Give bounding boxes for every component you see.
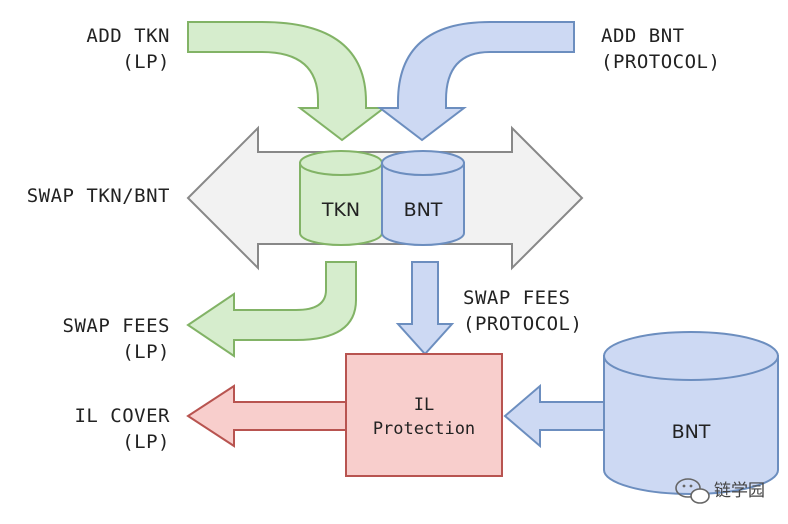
watermark: 链学园: [675, 478, 765, 504]
il-cover-label-line2: (LP): [122, 431, 170, 453]
add-tkn-arrow: [187, 21, 387, 142]
il-protection-line1: IL: [414, 395, 434, 415]
add-tkn-label-line1: ADD TKN: [86, 25, 170, 47]
bnt-reserve-arrow: [503, 383, 605, 449]
bnt-reserve-label: BNT: [672, 421, 711, 443]
swap-fees-protocol-label-line2: (PROTOCOL): [463, 313, 582, 335]
il-cover-arrow: [186, 384, 347, 448]
il-cover-label-line1: IL COVER: [74, 405, 170, 427]
bnt-reserve-cylinder: BNT: [603, 331, 779, 495]
il-protection-box: IL Protection: [345, 353, 503, 477]
swap-fees-protocol-label-line1: SWAP FEES: [463, 287, 570, 309]
bnt-pool-label: BNT: [404, 199, 443, 221]
add-bnt-label-line2: (PROTOCOL): [601, 51, 720, 73]
chat-bubble-icon: [675, 478, 710, 504]
add-bnt-arrow: [377, 21, 575, 142]
il-protection-line2: Protection: [373, 419, 475, 439]
swap-fees-lp-arrow: [186, 261, 357, 358]
add-tkn-label-line2: (LP): [122, 51, 170, 73]
swap-fees-lp-label-line2: (LP): [122, 341, 170, 363]
watermark-text: 链学园: [714, 481, 765, 501]
swap-fees-protocol-arrow: [395, 261, 455, 356]
add-bnt-label-line1: ADD BNT: [601, 25, 685, 47]
tkn-pool-cylinder: TKN: [299, 150, 383, 246]
swap-fees-lp-label-line1: SWAP FEES: [63, 315, 170, 337]
tkn-pool-label: TKN: [321, 199, 360, 221]
swap-label: SWAP TKN/BNT: [27, 185, 170, 207]
bnt-pool-cylinder: BNT: [381, 150, 465, 246]
